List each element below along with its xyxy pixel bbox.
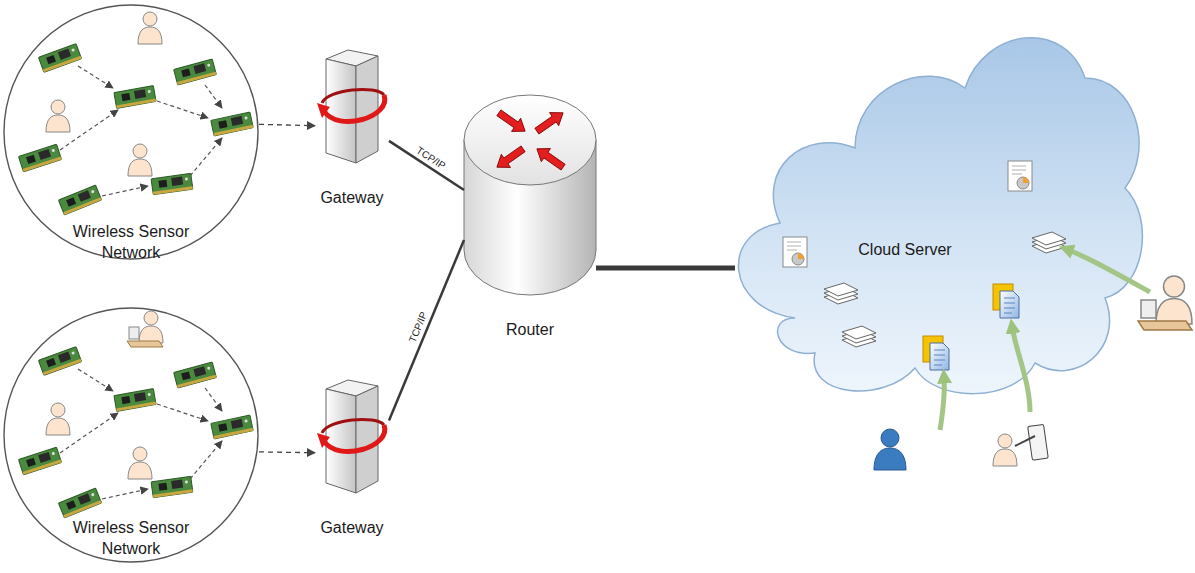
- node-label: Wireless Sensor Network: [56, 518, 206, 560]
- sensor-network-top: [174, 59, 217, 85]
- sensor-network-bottom: [58, 488, 101, 518]
- network-circle: [4, 5, 258, 259]
- sensor-network-bottom: [174, 362, 217, 388]
- connector: [259, 124, 315, 125]
- node-label: Wireless Sensor Network: [56, 222, 206, 264]
- sensor-network-bottom: [127, 311, 163, 347]
- gateway-node: Gateway: [315, 375, 389, 541]
- gateway-node: Gateway: [315, 45, 389, 211]
- node-label: Cloud Server: [857, 240, 953, 261]
- network-circle-outline: [3, 4, 259, 260]
- router-icon: [532, 142, 567, 173]
- connector: [259, 451, 315, 453]
- edge-label-holder: TCP/IP: [406, 308, 430, 346]
- user-icon: [874, 448, 906, 470]
- sensor-network-circle: Wireless Sensor Network: [3, 307, 259, 563]
- node-label: Router: [505, 320, 556, 341]
- sensor-network-bottom: [19, 447, 62, 475]
- text-holder: Wireless Sensor Network: [56, 222, 206, 264]
- text-holder: Wireless Sensor Network: [56, 518, 206, 560]
- node-label: Gateway: [319, 188, 385, 209]
- illustration: [317, 50, 385, 163]
- sensor-network-bottom: [60, 369, 222, 499]
- sensor-network-bottom: [38, 347, 81, 376]
- cloud-users: [1138, 276, 1192, 330]
- sensor-network-top: [19, 144, 62, 172]
- sensor-network-top: [58, 185, 101, 215]
- protocol-label: TCP/IP: [406, 308, 430, 346]
- router-node: Router: [464, 95, 596, 295]
- text-holder: Gateway: [319, 188, 385, 209]
- sensor-link: [78, 66, 113, 88]
- network-circle: [4, 308, 258, 562]
- user-icon: [874, 429, 906, 470]
- sensor-network-top: [60, 66, 222, 196]
- sensor-network-top: [138, 12, 162, 44]
- router-icon: [532, 106, 567, 137]
- sensor-link: [205, 388, 222, 411]
- sensor-link: [78, 369, 113, 391]
- sensor-network-top: [114, 86, 156, 109]
- tablet-user-icon: [1015, 436, 1035, 446]
- tablet-user-icon: [993, 424, 1048, 466]
- sensor-network-bottom: [151, 476, 193, 497]
- cloud-server: Cloud Server: [735, 18, 1145, 398]
- tablet-user-icon: [993, 434, 1017, 466]
- tablet-user-icon: [1028, 424, 1049, 460]
- cloud-shape: [738, 38, 1142, 394]
- sensor-network-bottom: [211, 415, 253, 439]
- illustration: [317, 380, 385, 493]
- sensor-network-bottom: [114, 389, 156, 412]
- user-icon: [881, 429, 899, 447]
- sensor-link: [190, 441, 222, 479]
- sensor-network-top: [151, 173, 193, 194]
- sensor-network-circle: Wireless Sensor Network: [3, 4, 259, 260]
- protocol-label: TCP/IP: [413, 143, 449, 172]
- sensor-network-top: [46, 100, 70, 132]
- router-icon: [464, 95, 596, 295]
- edge-label-holder: TCP/IP: [413, 143, 449, 172]
- sensor-network-top: [19, 12, 254, 215]
- connector: [596, 266, 735, 271]
- sensor-network-top: [128, 144, 152, 176]
- sensor-network-bottom: [128, 447, 152, 479]
- text-holder: Cloud Server: [857, 240, 953, 261]
- text-holder: Gateway: [319, 518, 385, 539]
- sensor-link: [157, 101, 208, 118]
- sensor-network-bottom: [46, 403, 70, 435]
- text-holder: Router: [505, 320, 556, 341]
- sensor-link: [102, 489, 148, 499]
- cloud-contents: [1008, 161, 1032, 191]
- sensor-link: [157, 404, 208, 421]
- router-icon: [494, 106, 529, 137]
- cloud-outline: [735, 18, 1145, 398]
- connector: [389, 240, 464, 420]
- router-icon: [492, 142, 527, 173]
- sensor-network-top: [211, 112, 253, 136]
- sensor-link: [190, 138, 222, 176]
- router-icon: [464, 95, 596, 185]
- sensor-network-top: [38, 44, 81, 73]
- node-label: Gateway: [319, 518, 385, 539]
- sensor-link: [205, 85, 222, 108]
- sensor-link: [102, 186, 148, 196]
- connector: [389, 141, 464, 190]
- cloud-contents: [783, 237, 807, 267]
